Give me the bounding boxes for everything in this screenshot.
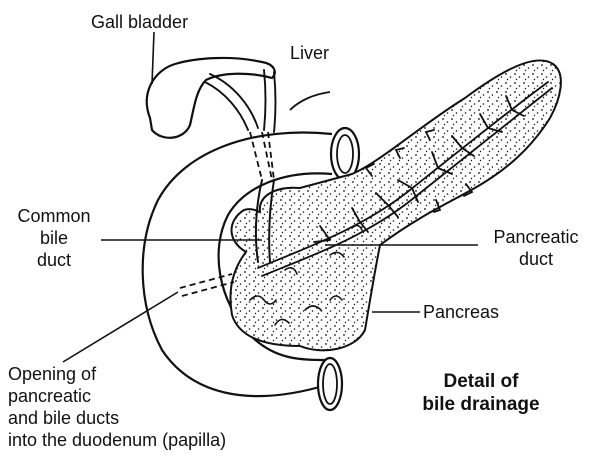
label-gall-bladder: Gall bladder [91,11,188,33]
label-common-bile-duct: Common bile duct [6,205,102,271]
diagram-title-line2: bile drainage [396,393,566,416]
label-pancreatic-duct-line2: duct [480,248,592,270]
label-pancreatic-duct-line1: Pancreatic [480,226,592,248]
duodenum-lower-end [318,358,342,410]
label-pancreatic-duct: Pancreatic duct [480,226,592,270]
diagram-title-line1: Detail of [396,370,566,393]
label-papilla-line4: into the duodenum (papilla) [8,429,226,451]
label-papilla-line3: and bile ducts [8,407,226,429]
label-papilla: Opening of pancreatic and bile ducts int… [8,363,226,451]
liver-edge [290,92,330,110]
leader-papilla [63,292,178,362]
label-common-bile-duct-line1: Common [6,205,102,227]
label-liver: Liver [290,42,329,64]
label-papilla-line1: Opening of [8,363,226,385]
bile-ducts-upper [205,70,276,132]
diagram-title: Detail of bile drainage [396,370,566,416]
label-common-bile-duct-line3: duct [6,249,102,271]
label-pancreas: Pancreas [423,301,499,323]
label-papilla-line2: pancreatic [8,385,226,407]
leader-gall-bladder [152,32,154,84]
pancreas-shape [231,60,561,350]
label-common-bile-duct-line2: bile [6,227,102,249]
gall-bladder-shape [147,58,275,138]
